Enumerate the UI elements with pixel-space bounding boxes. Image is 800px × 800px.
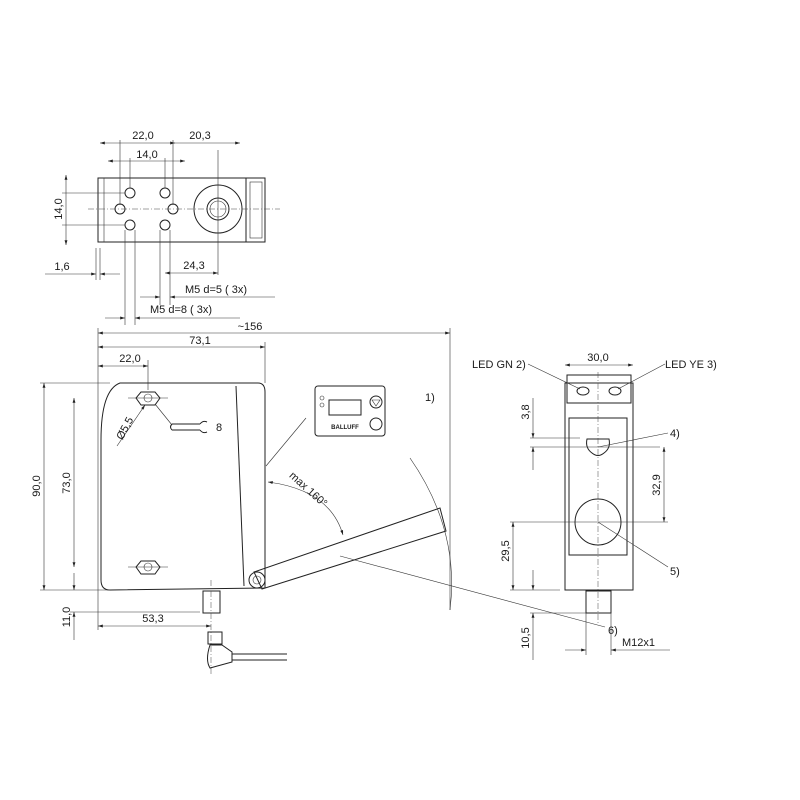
led-ye-label: LED YE 3) <box>665 359 717 371</box>
mounting-nut-top <box>135 391 161 406</box>
side-view: ~156 73,1 22,0 Ø5,5 8 90,0 73,0 <box>31 321 618 675</box>
note-display: 1) <box>425 392 435 404</box>
dim-22-top: 22,0 <box>132 130 153 142</box>
dim-hole-diameter: Ø5,5 <box>114 415 136 442</box>
thread-m5-d8: M5 d=8 ( 3x) <box>150 304 212 316</box>
dim-90: 90,0 <box>31 475 43 496</box>
dim-73-1: 73,1 <box>189 335 210 347</box>
led-green <box>576 386 590 396</box>
dim-14-vertical: 14,0 <box>53 198 65 219</box>
note-5: 5) <box>670 566 680 578</box>
note-arm: 6) <box>608 625 618 637</box>
dim-32-9: 32,9 <box>651 474 663 495</box>
dim-11: 11,0 <box>61 607 73 628</box>
dim-1-6: 1,6 <box>54 261 69 273</box>
led-gn-label: LED GN 2) <box>472 359 526 371</box>
connector-side <box>202 580 221 675</box>
dim-29-5: 29,5 <box>500 540 512 561</box>
dim-156: ~156 <box>238 321 263 333</box>
enter-button-icon <box>369 417 383 431</box>
side-body-outline <box>100 382 266 591</box>
angle-label: max 160° <box>287 470 330 510</box>
note-4: 4) <box>670 428 680 440</box>
top-view: 22,0 20,3 14,0 14,0 1,6 24,3 M5 d=5 ( 3x… <box>45 130 280 325</box>
dim-20-3: 20,3 <box>189 130 210 142</box>
dim-22-side: 22,0 <box>119 353 140 365</box>
top-body-outline <box>97 177 266 243</box>
display-panel: BALLUFF <box>314 385 386 437</box>
dim-3-8: 3,8 <box>520 404 532 419</box>
led-yellow <box>608 386 622 396</box>
dim-10-5: 10,5 <box>520 627 532 648</box>
display-brand: BALLUFF <box>331 425 359 431</box>
dim-14-horizontal: 14,0 <box>136 149 157 161</box>
wrench-size: 8 <box>216 422 222 434</box>
dim-53-3: 53,3 <box>142 613 163 625</box>
connector-m12 <box>585 590 612 614</box>
wrench-icon <box>170 420 208 434</box>
dim-73: 73,0 <box>61 472 73 493</box>
pivot-arm <box>248 507 447 590</box>
down-button-icon <box>369 395 383 409</box>
thread-m5-d5: M5 d=5 ( 3x) <box>185 284 247 296</box>
thread-m12: M12x1 <box>622 637 655 649</box>
front-body-outline <box>564 382 634 591</box>
display-screen <box>328 399 362 416</box>
mounting-nut-bottom <box>135 560 161 575</box>
dim-30: 30,0 <box>587 352 608 364</box>
front-view: 30,0 LED GN 2) LED YE 3) 3,8 4) 32,9 29,… <box>472 352 717 660</box>
cable-plug <box>207 631 287 669</box>
dim-24-3: 24,3 <box>183 260 204 272</box>
